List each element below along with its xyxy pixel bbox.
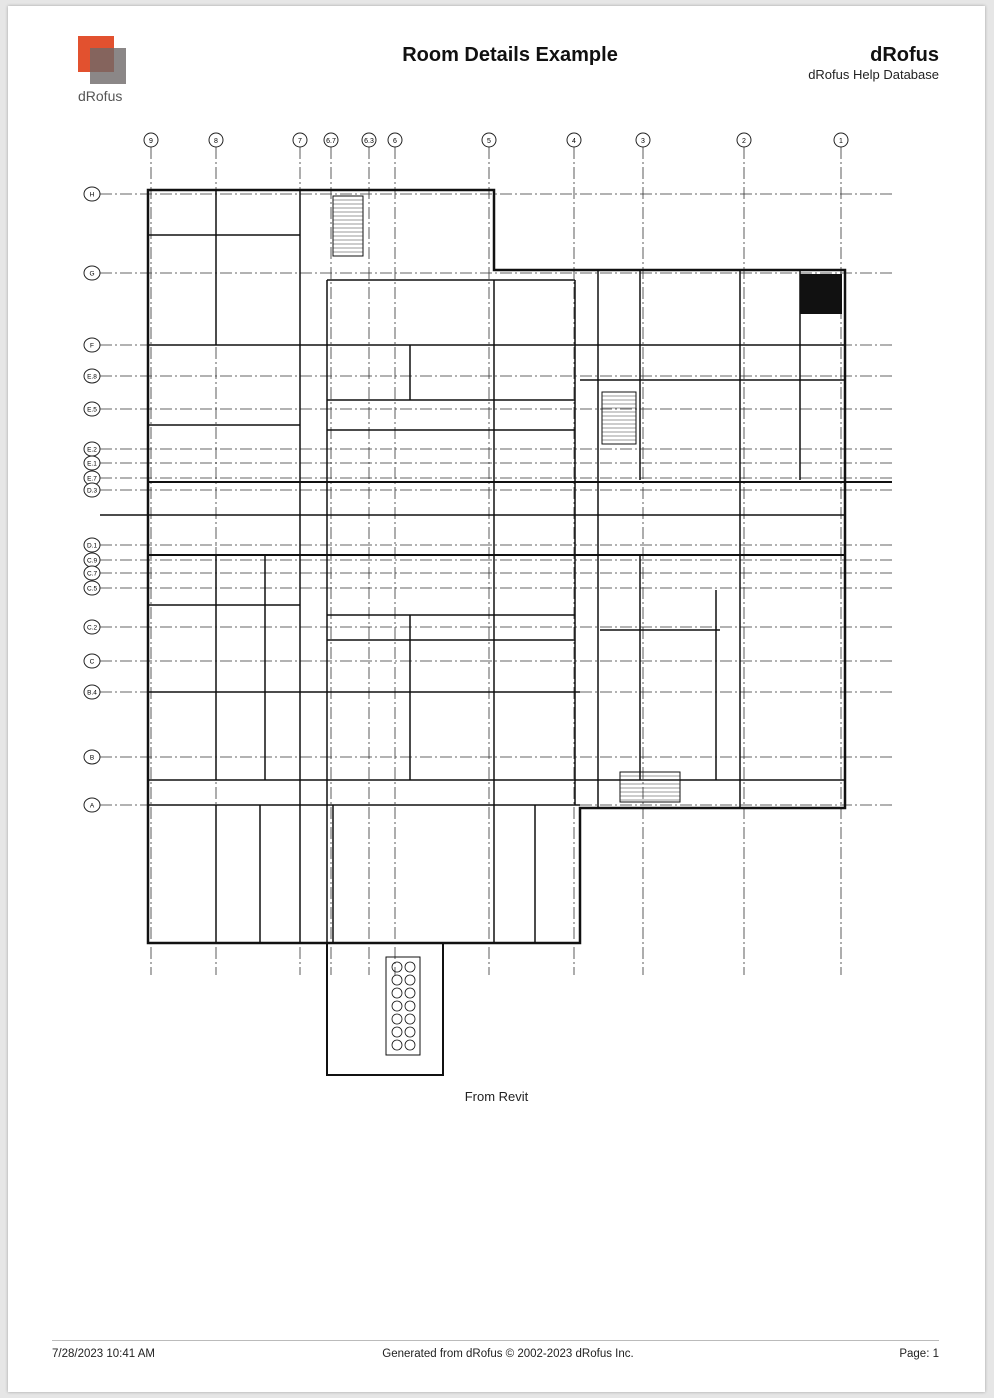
grid-bubble bbox=[387, 132, 403, 148]
grid-label-column: 8 bbox=[214, 138, 218, 145]
equipment-tank bbox=[391, 1026, 403, 1038]
grid-bubble bbox=[83, 580, 101, 596]
grid-label-row: A bbox=[90, 803, 95, 810]
grid-label-row: B bbox=[90, 755, 94, 762]
grid-label-row: C.9 bbox=[87, 558, 98, 565]
grid-label-row: C.2 bbox=[87, 625, 98, 632]
report-page: dRofus Room Details Example dRofus dRofu… bbox=[8, 6, 985, 1392]
grid-label-column: 6 bbox=[393, 138, 397, 145]
grid-bubble bbox=[143, 132, 159, 148]
grid-label-row: B.4 bbox=[87, 690, 97, 697]
grid-bubble bbox=[323, 132, 339, 148]
drofus-logo: dRofus bbox=[78, 36, 130, 114]
grid-label-row: E.8 bbox=[87, 374, 97, 381]
equipment-rack bbox=[385, 956, 421, 1056]
grid-bubble bbox=[83, 482, 101, 498]
grid-label-row: E.7 bbox=[87, 476, 97, 483]
grid-bubble bbox=[361, 132, 377, 148]
annex-outline bbox=[326, 942, 444, 1076]
footer-datetime: 7/28/2023 10:41 AM bbox=[52, 1348, 155, 1360]
equipment-tank bbox=[391, 974, 403, 986]
grid-label-column: 6.3 bbox=[364, 138, 374, 145]
brand-name: dRofus bbox=[870, 44, 939, 66]
grid-label-row: E.1 bbox=[87, 461, 97, 468]
grid-bubble bbox=[83, 401, 101, 417]
footer-divider bbox=[52, 1340, 939, 1341]
grid-bubble bbox=[83, 797, 101, 813]
grid-label-row: E.5 bbox=[87, 407, 97, 414]
grid-bubble bbox=[292, 132, 308, 148]
grid-label-column: 3 bbox=[641, 138, 645, 145]
logo-text: dRofus bbox=[78, 88, 123, 104]
floor-plan-drawing: 9 8 7 6.7 6.3 6 5 4 3 2 1H G F E.8E.5E.2E.1E.7D.3D.1C… bbox=[83, 132, 892, 1076]
grid-label-column: 5 bbox=[487, 138, 491, 145]
grid-label-row: D.1 bbox=[87, 543, 98, 550]
stair bbox=[619, 771, 681, 803]
grid-label-column: 2 bbox=[742, 138, 746, 145]
shaft bbox=[800, 274, 842, 314]
equipment-tank bbox=[391, 1039, 403, 1051]
grid-bubble bbox=[635, 132, 651, 148]
grid-bubble bbox=[83, 749, 101, 765]
equipment-tank bbox=[404, 1013, 416, 1025]
footer-generated: Generated from dRofus © 2002-2023 dRofus… bbox=[382, 1348, 634, 1360]
grid-bubble bbox=[83, 368, 101, 384]
grid-label-column: 7 bbox=[298, 138, 302, 145]
building-outline bbox=[146, 188, 847, 945]
grid-bubble bbox=[833, 132, 849, 148]
database-name: dRofus Help Database bbox=[808, 67, 939, 82]
grid-label-row: D.3 bbox=[87, 488, 98, 495]
stair bbox=[601, 391, 637, 445]
equipment-tank bbox=[391, 987, 403, 999]
grid-bubble bbox=[83, 653, 101, 669]
equipment-tank bbox=[391, 961, 403, 973]
grid-label-row: E.2 bbox=[87, 447, 97, 454]
stair bbox=[332, 195, 364, 257]
equipment-tank bbox=[391, 1000, 403, 1012]
equipment-tank bbox=[404, 974, 416, 986]
grid-bubble bbox=[736, 132, 752, 148]
grid-label-row: C.5 bbox=[87, 586, 98, 593]
grid-label-row: C.7 bbox=[87, 571, 98, 578]
grid-bubble bbox=[83, 537, 101, 553]
page-title: Room Details Example bbox=[402, 44, 618, 66]
grid-bubble bbox=[208, 132, 224, 148]
grid-label-column: 6.7 bbox=[326, 138, 336, 145]
grid-label-column: 9 bbox=[149, 138, 153, 145]
grid-label-row: F bbox=[90, 343, 94, 350]
grid-bubble bbox=[481, 132, 497, 148]
grid-bubble bbox=[83, 265, 101, 281]
grid-label-row: H bbox=[90, 192, 95, 199]
grid-bubble bbox=[83, 684, 101, 700]
grid-bubble bbox=[83, 619, 101, 635]
grid-label-row: G bbox=[89, 271, 94, 278]
equipment-tank bbox=[404, 1039, 416, 1051]
grid-label-row: C bbox=[90, 659, 95, 666]
equipment-tank bbox=[404, 1026, 416, 1038]
grid-bubble bbox=[83, 186, 101, 202]
grid-label-column: 1 bbox=[839, 138, 843, 145]
equipment-tank bbox=[404, 1000, 416, 1012]
footer-page-number: Page: 1 bbox=[899, 1348, 939, 1360]
image-caption: From Revit bbox=[464, 1089, 529, 1104]
equipment-tank bbox=[404, 987, 416, 999]
equipment-tank bbox=[404, 961, 416, 973]
grid-bubble bbox=[83, 337, 101, 353]
equipment-tank bbox=[391, 1013, 403, 1025]
grid-bubble bbox=[83, 455, 101, 471]
grid-bubble bbox=[83, 565, 101, 581]
grid-label-column: 4 bbox=[572, 138, 576, 145]
grid-bubble bbox=[566, 132, 582, 148]
